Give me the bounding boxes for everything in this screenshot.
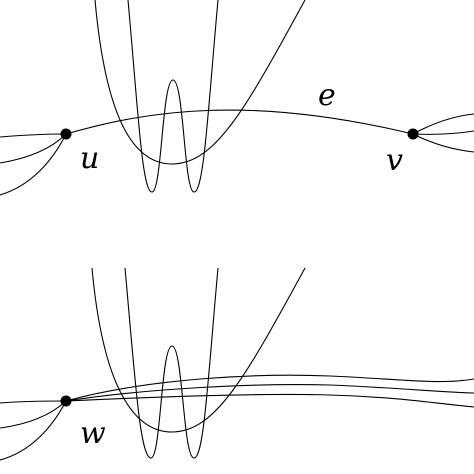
top-right-curve-1 (412, 113, 474, 135)
edge-e-label: e (318, 78, 336, 113)
bottom-panel: w (0, 267, 474, 461)
vertex-w-label: w (80, 416, 106, 451)
vertex-v (407, 128, 419, 140)
bottom-left-curve-3 (0, 400, 67, 461)
top-right-curve-3 (412, 133, 474, 153)
bottom-left-curve-2 (0, 400, 67, 429)
vertex-w (60, 395, 72, 407)
bottom-edge-1 (65, 374, 474, 402)
bottom-edge-3 (65, 393, 474, 408)
top-left-curve-1 (0, 133, 67, 138)
bottom-w-curve (124, 267, 219, 459)
top-left-curve-2 (0, 133, 67, 164)
top-parabola-wide (94, 0, 306, 165)
top-left-curve-3 (0, 133, 67, 196)
vertex-u-label: u (80, 141, 99, 176)
bottom-edge-2 (65, 384, 474, 402)
edge-e (65, 109, 414, 135)
bottom-left-curve-1 (0, 400, 67, 404)
top-w-curve (127, 0, 219, 193)
vertex-v-label: v (386, 143, 403, 178)
bottom-parabola-wide (91, 267, 306, 433)
top-panel: u v e (0, 0, 474, 196)
vertex-u (60, 128, 72, 140)
top-right-curve-2 (412, 130, 474, 135)
